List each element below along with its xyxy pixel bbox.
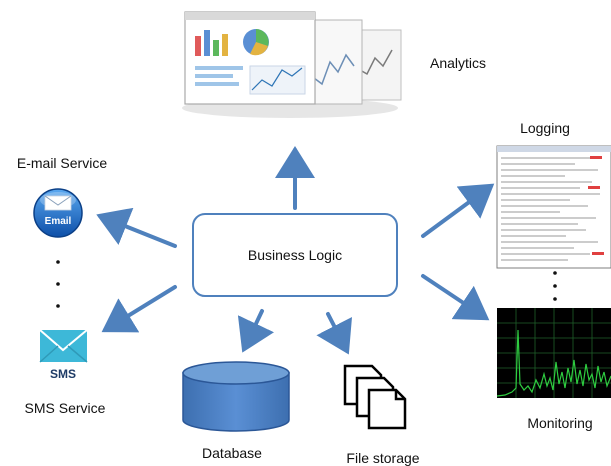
arrow-to-database [237, 309, 275, 353]
sms-service-label: SMS Service [25, 400, 106, 416]
connector-arrows [96, 146, 495, 355]
database-node: Database [182, 361, 290, 461]
logging-node: Logging [496, 120, 611, 301]
email-service-node: E-mail Service Email [17, 155, 107, 238]
email-icon: Email [33, 188, 83, 238]
business-logic-label: Business Logic [248, 247, 342, 263]
database-label: Database [202, 445, 262, 461]
sms-icon-text: SMS [50, 367, 76, 381]
email-icon-text: Email [45, 216, 72, 227]
analytics-label: Analytics [430, 55, 486, 71]
log-window-icon [496, 145, 611, 269]
file-storage-node: File storage [343, 364, 420, 466]
monitoring-label: Monitoring [527, 415, 592, 431]
file-stack-icon [343, 364, 407, 430]
monitor-graph-icon [496, 308, 611, 398]
arrow-to-sms [101, 285, 177, 333]
analytics-node: Analytics [182, 11, 486, 118]
logging-ellipsis [553, 271, 557, 301]
email-service-label: E-mail Service [17, 155, 107, 171]
sms-service-node: SMS SMS Service [25, 329, 106, 416]
arrow-to-file-storage [316, 312, 353, 355]
sms-envelope-icon: SMS [39, 329, 88, 381]
arrow-to-logging [421, 183, 495, 238]
services-ellipsis [56, 260, 60, 308]
arrow-to-email [96, 207, 177, 248]
logging-label: Logging [520, 120, 570, 136]
arrow-to-monitoring [421, 274, 490, 321]
database-cylinder-icon [182, 361, 290, 432]
monitoring-node: Monitoring [496, 308, 611, 431]
business-logic-node: Business Logic [192, 213, 398, 297]
file-storage-label: File storage [346, 450, 419, 466]
business-logic-box [192, 213, 398, 297]
analytics-dashboard-icon [182, 11, 402, 118]
